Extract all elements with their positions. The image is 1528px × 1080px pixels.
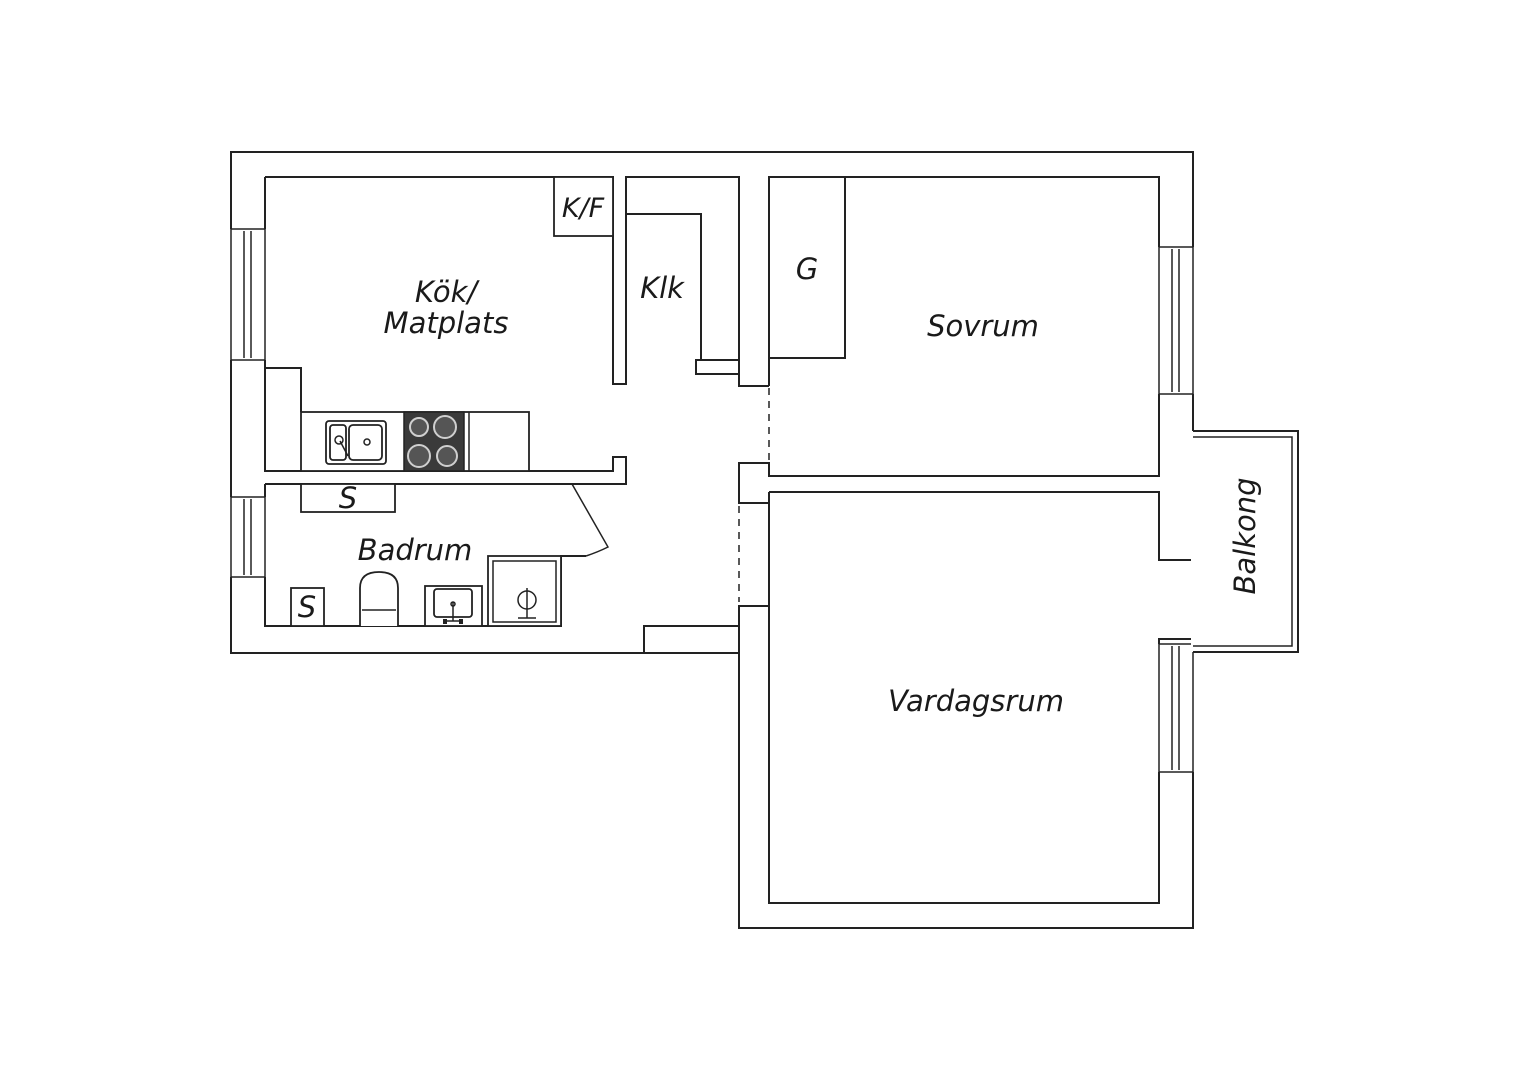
closet-label: Klk (640, 271, 685, 305)
balcony (1191, 430, 1299, 653)
bathroom-label: Badrum (358, 533, 473, 567)
entrance-wall (643, 625, 740, 653)
bath-storage-top-box (300, 483, 396, 513)
living-room-wall (738, 491, 1193, 904)
balcony-label: Balkong (1228, 477, 1262, 594)
bath-storage-bottom-label: S (298, 590, 316, 624)
shower-icon (487, 555, 562, 627)
bedroom-wall (738, 176, 1160, 504)
window-kitchen (229, 228, 267, 361)
fridge-freezer-box (553, 176, 614, 237)
living-room-label: Vardagsrum (888, 684, 1064, 718)
bedroom-label: Sovrum (927, 309, 1039, 343)
washbasin-icon (424, 585, 483, 627)
bath-storage-bottom-box (290, 587, 325, 627)
wardrobe-label: G (796, 252, 818, 286)
bath-storage-top-label: S (339, 481, 357, 515)
kitchen-counter-edge (265, 367, 302, 412)
kitchen-label-line1: Kök/ (415, 275, 481, 309)
closet-wall (625, 176, 740, 361)
kitchen-label-line2: Matplats (384, 306, 509, 340)
window-living-room (1157, 643, 1195, 773)
stove-icon (403, 411, 465, 472)
window-bathroom (229, 496, 267, 578)
kitchen-counter (300, 411, 530, 472)
outer-wall (230, 151, 1194, 929)
bathroom-door-swing (571, 483, 610, 557)
sink-icon (325, 420, 387, 465)
hall-wall-stub (695, 359, 769, 387)
window-bedroom (1157, 246, 1195, 395)
toilet-icon (359, 571, 399, 626)
kitchen-wall (264, 176, 627, 485)
wardrobe (769, 177, 846, 359)
fridge-freezer-label: K/F (562, 193, 605, 224)
